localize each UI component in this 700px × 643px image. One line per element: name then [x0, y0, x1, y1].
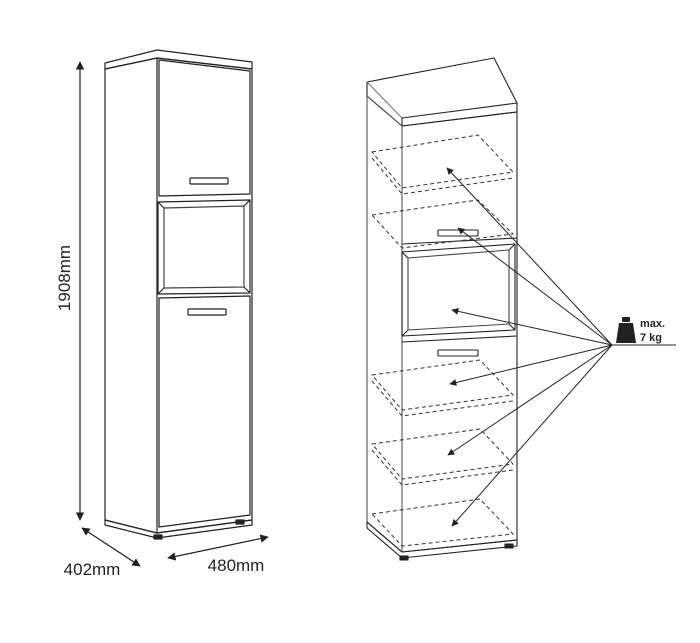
left-foot-1: [153, 534, 163, 540]
shelf-3: [371, 359, 515, 411]
height-label: 1908mm: [55, 245, 74, 311]
left-cabinet: [104, 49, 253, 540]
right-foot-2: [504, 543, 514, 549]
left-niche-inner: [163, 205, 245, 289]
weight-indicator: max. 7 kg: [612, 317, 676, 346]
left-niche: [157, 199, 251, 295]
left-plinth: [104, 519, 253, 539]
width-dimension: 480mm: [167, 534, 269, 575]
shelves: [370, 134, 515, 547]
load-arrows: [446, 167, 613, 527]
left-lower-door: [158, 295, 251, 528]
arrow-shelf-3: [449, 344, 613, 386]
shelf-1-edge: [371, 157, 514, 195]
left-lower-handle: [187, 308, 227, 316]
right-upper-handle: [437, 229, 479, 237]
left-upper-handle: [189, 177, 229, 185]
left-foot-2: [235, 519, 245, 525]
right-side-panel: [366, 95, 403, 553]
right-niche-inner: [407, 249, 510, 331]
height-dimension: 1908mm: [55, 61, 85, 521]
arrow-niche: [451, 307, 613, 346]
left-upper-door: [158, 59, 251, 197]
shelf-3-edge: [371, 380, 514, 417]
arrow-shelf-2: [457, 227, 613, 346]
depth-dimension: 402mm: [64, 527, 141, 579]
right-front: [401, 111, 518, 553]
right-foot-1: [399, 555, 409, 561]
shelf-2: [370, 199, 515, 249]
shelf-1: [371, 134, 515, 189]
arrow-shelf-1: [446, 167, 613, 346]
right-plinth: [366, 521, 518, 559]
width-label: 480mm: [208, 556, 265, 575]
left-front: [156, 57, 253, 534]
depth-label: 402mm: [64, 560, 121, 579]
arrow-shelf-4: [447, 344, 613, 456]
weight-value-label: 7 kg: [640, 332, 662, 344]
shelf-4: [371, 428, 515, 480]
shelf-4-edge: [371, 449, 514, 486]
right-cabinet: [366, 57, 518, 561]
arrow-shelf-5: [451, 344, 613, 527]
right-lower-handle: [437, 349, 479, 357]
weight-icon: [616, 317, 636, 343]
shelf-5: [370, 498, 515, 547]
weight-max-label: max.: [640, 318, 665, 330]
left-side-panel: [104, 57, 158, 534]
